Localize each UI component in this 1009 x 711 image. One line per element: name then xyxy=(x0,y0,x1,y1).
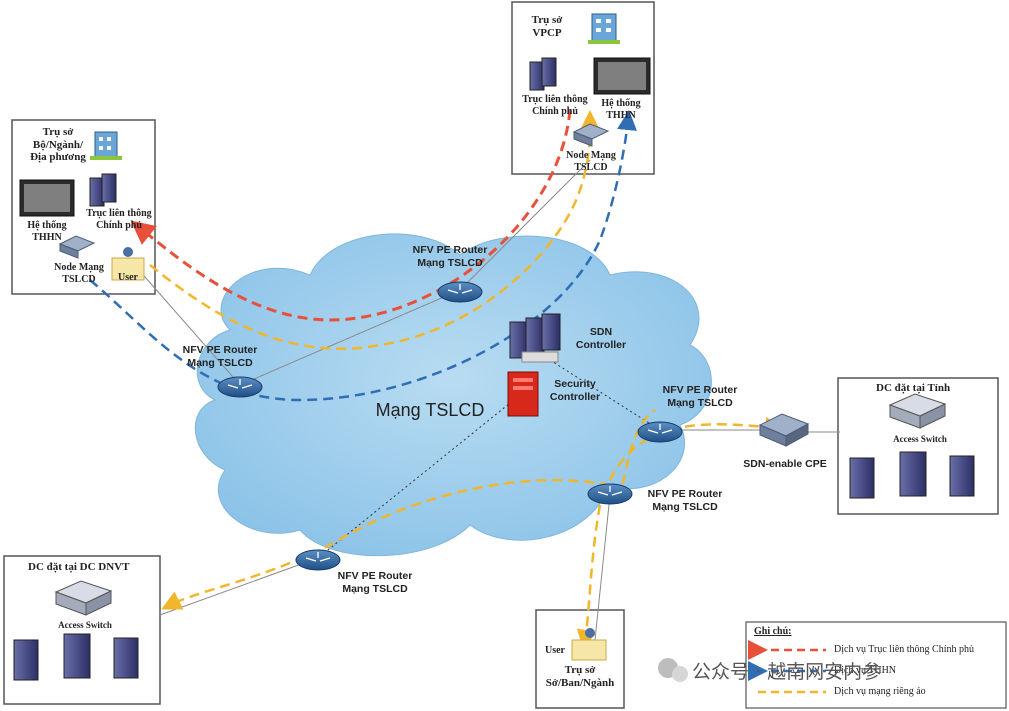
box-ministry-title: Trụ sở Bộ/Ngành/ Địa phương xyxy=(30,126,86,164)
sdn-controller-icon xyxy=(509,313,561,363)
router-top xyxy=(437,281,483,303)
router-top-label: NFV PE Router Mạng TSLCD xyxy=(412,244,488,269)
server-icon xyxy=(13,633,139,681)
control-links xyxy=(317,359,661,559)
cloud xyxy=(194,233,712,557)
box-dc-province-title: DC đặt tại Tỉnh xyxy=(876,382,951,394)
legend-box xyxy=(745,621,1007,709)
router-right xyxy=(637,421,683,443)
monitor-icon xyxy=(19,179,75,217)
server-icon xyxy=(89,173,117,207)
user-icon xyxy=(111,247,145,281)
box-vpcp-node: Node Mạng TSLCD xyxy=(566,150,616,173)
router-right-label: NFV PE Router Mạng TSLCD xyxy=(662,384,738,409)
access-switch-icon xyxy=(888,393,947,429)
building-icon xyxy=(588,13,620,44)
router-bottom-right xyxy=(587,483,633,505)
box-ministry-system: Hệ thống THHN xyxy=(27,220,67,243)
box-vpcp-title: Trụ sở VPCP xyxy=(531,14,563,39)
box-dc-province-switch: Access Switch xyxy=(893,434,947,444)
box-department-title: Trụ sở Sở/Ban/Ngành xyxy=(545,664,615,689)
server-icon xyxy=(529,57,557,91)
sdn-cpe-icon xyxy=(758,413,810,447)
building-icon xyxy=(90,131,122,160)
sdn-cpe-label: SDN-enable CPE xyxy=(743,458,827,470)
box-ministry-node: Node Mạng TSLCD xyxy=(54,262,104,285)
router-left-label: NFV PE Router Mạng TSLCD xyxy=(182,344,258,369)
box-dc-dnvt-switch: Access Switch xyxy=(58,620,112,630)
red-service-path xyxy=(130,109,572,322)
switch-icon xyxy=(58,235,96,259)
server-icon xyxy=(849,451,975,499)
box-department-user: User xyxy=(545,645,565,656)
wechat-logo-icon xyxy=(658,658,688,682)
user-icon xyxy=(571,628,607,661)
physical-links xyxy=(129,159,840,641)
legend-item-thhn: Dịch vụ THHN xyxy=(834,665,897,676)
box-vpcp-axis: Trục liên thông Chính phủ xyxy=(522,94,588,117)
router-left xyxy=(217,376,263,398)
legend-swatches xyxy=(748,640,826,694)
blue-service-path xyxy=(89,110,637,402)
switch-icon xyxy=(572,123,610,147)
security-controller-label: Security Controller xyxy=(549,378,601,403)
router-bottom-left-label: NFV PE Router Mạng TSLCD xyxy=(337,570,413,595)
watermark: 公众号 · 越南网安内参 xyxy=(692,661,882,683)
access-switch-icon xyxy=(54,580,113,616)
router-bottom-right-label: NFV PE Router Mạng TSLCD xyxy=(647,488,723,513)
sdn-controller-label: SDN Controller xyxy=(575,326,627,351)
router-bottom-left xyxy=(295,549,341,571)
box-ministry-axis: Trục liên thông Chính phủ xyxy=(86,208,152,231)
legend-item-vpn: Dịch vụ mạng riêng ảo xyxy=(834,686,926,697)
monitor-icon xyxy=(593,57,651,95)
security-controller-icon xyxy=(507,371,539,417)
cloud-label: Mạng TSLCD xyxy=(375,400,485,420)
box-dc-dnvt-title: DC đặt tại DC DNVT xyxy=(28,561,130,573)
box-vpcp-system: Hệ thống THHN xyxy=(601,98,641,121)
box-ministry-user: User xyxy=(118,272,138,283)
legend-title: Ghi chú: xyxy=(754,626,792,637)
legend-item-axis: Dịch vụ Trục liên thông Chính phủ xyxy=(834,644,975,655)
